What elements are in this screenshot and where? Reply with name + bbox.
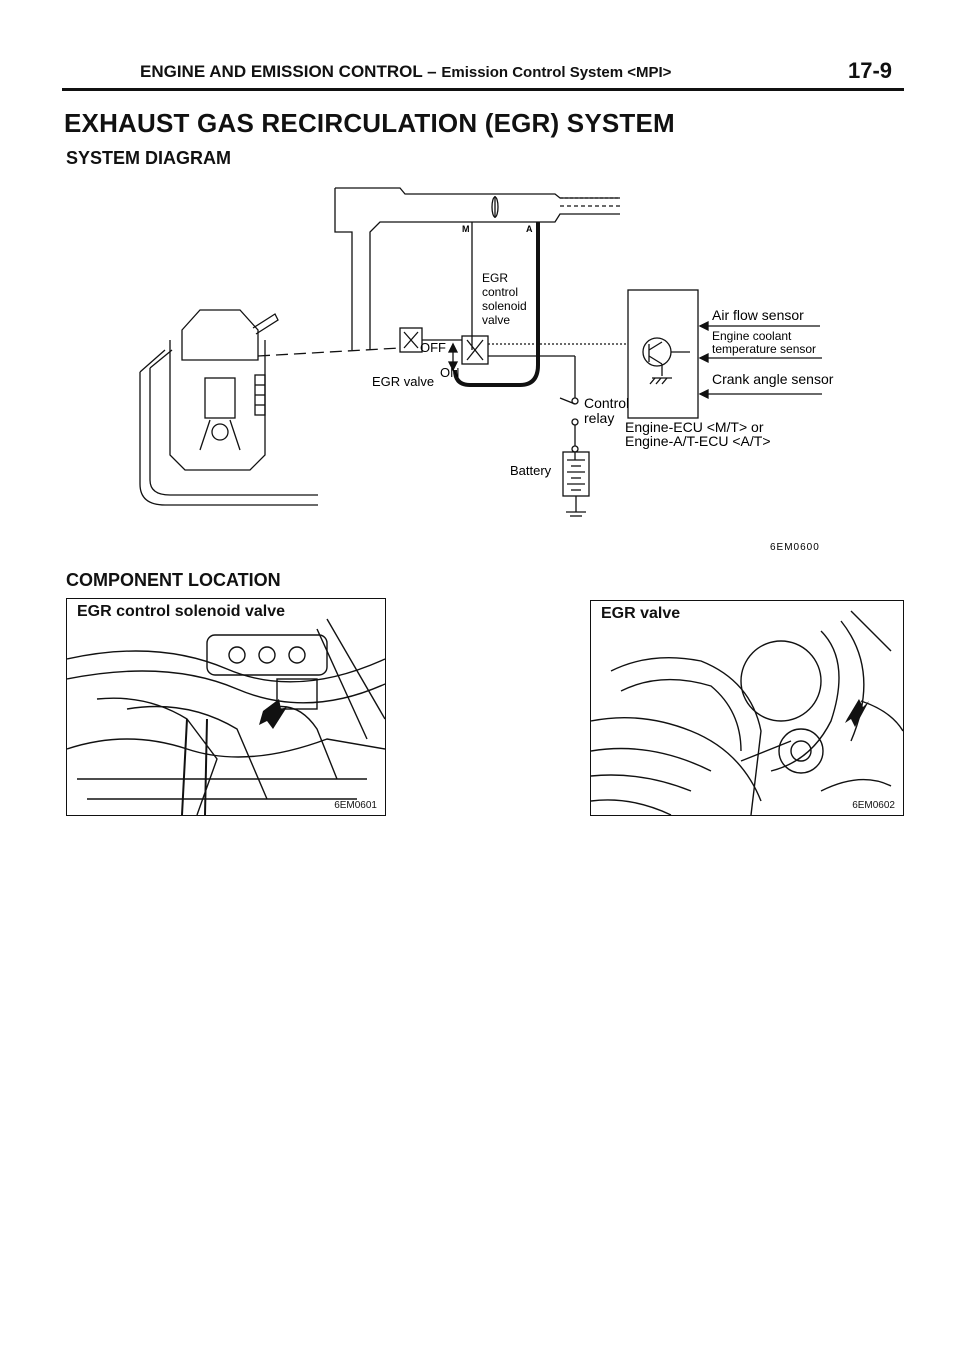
intake-pipe-left-outer (334, 188, 353, 350)
photo-illustration-solenoid (67, 618, 385, 815)
arrow-icon (259, 699, 287, 729)
exhaust-gas-path (257, 347, 401, 357)
spark-plug (252, 313, 279, 335)
photo-code-solenoid: 6EM0601 (331, 800, 377, 811)
component-location-heading: COMPONENT LOCATION (66, 570, 281, 590)
egr-solenoid-label-4: valve (482, 313, 510, 327)
exhaust-pipe-inner (139, 372, 318, 506)
ecu-label-1: Engine-ECU <M/T> or (625, 419, 764, 435)
engine-piston (204, 377, 236, 419)
header-rule (62, 88, 904, 91)
port-m-label: M (462, 224, 470, 234)
system-diagram-figure-code: 6EM0600 (770, 542, 820, 553)
off-label: OFF (420, 340, 446, 355)
engine-head (181, 309, 259, 361)
engine-block (169, 340, 266, 471)
egr-valve-label: EGR valve (372, 374, 434, 389)
header-subsection: Emission Control System <MPI> (441, 64, 672, 81)
ecu-label-2: Engine-A/T-ECU <A/T> (625, 433, 771, 449)
ecu-box (627, 289, 699, 419)
hose-a (453, 222, 540, 387)
running-header: ENGINE AND EMISSION CONTROL – Emission C… (140, 62, 671, 82)
photo-egr-valve: EGR valve 6EM0602 (590, 600, 904, 816)
header-dash: – (427, 62, 437, 81)
egr-solenoid-label-2: control (482, 285, 518, 299)
intake-pipe-top (335, 187, 620, 199)
air-flow-sensor-label: Air flow sensor (712, 307, 804, 323)
ecu-transistor (642, 337, 672, 367)
on-label: ON (440, 365, 460, 380)
control-relay-label-2: relay (584, 410, 614, 426)
system-diagram-heading: SYSTEM DIAGRAM (66, 148, 232, 168)
intake-pipe-inner (369, 213, 620, 350)
photo-code-egr-valve: 6EM0602 (849, 800, 895, 811)
egr-solenoid-label-3: solenoid (482, 299, 527, 313)
battery-label: Battery (510, 463, 552, 478)
photo-egr-control-solenoid-valve: EGR control solenoid valve 6EM0601 (66, 598, 386, 816)
exhaust-pipe-outer (149, 368, 318, 496)
photo-illustration-egr-valve (591, 610, 903, 815)
crank-angle-sensor-label: Crank angle sensor (712, 371, 834, 387)
egr-system-diagram: M A EGR control solenoid valve OFF ON EG… (139, 187, 834, 553)
page-title: EXHAUST GAS RECIRCULATION (EGR) SYSTEM (64, 108, 675, 138)
header-section: ENGINE AND EMISSION CONTROL (140, 62, 423, 81)
control-relay-label-1: Control (584, 395, 629, 411)
page-number: 17-9 (848, 58, 893, 83)
photo-title-egr-valve: EGR valve (601, 605, 685, 623)
control-relay-switch (559, 397, 576, 405)
coolant-sensor-label-2: temperature sensor (712, 342, 816, 356)
egr-solenoid-body (461, 335, 489, 365)
photo-title-solenoid: EGR control solenoid valve (77, 603, 290, 621)
port-a-label: A (526, 224, 533, 234)
arrow-icon (845, 699, 869, 727)
coolant-sensor-label-1: Engine coolant (712, 329, 792, 343)
egr-solenoid-label-1: EGR (482, 271, 508, 285)
